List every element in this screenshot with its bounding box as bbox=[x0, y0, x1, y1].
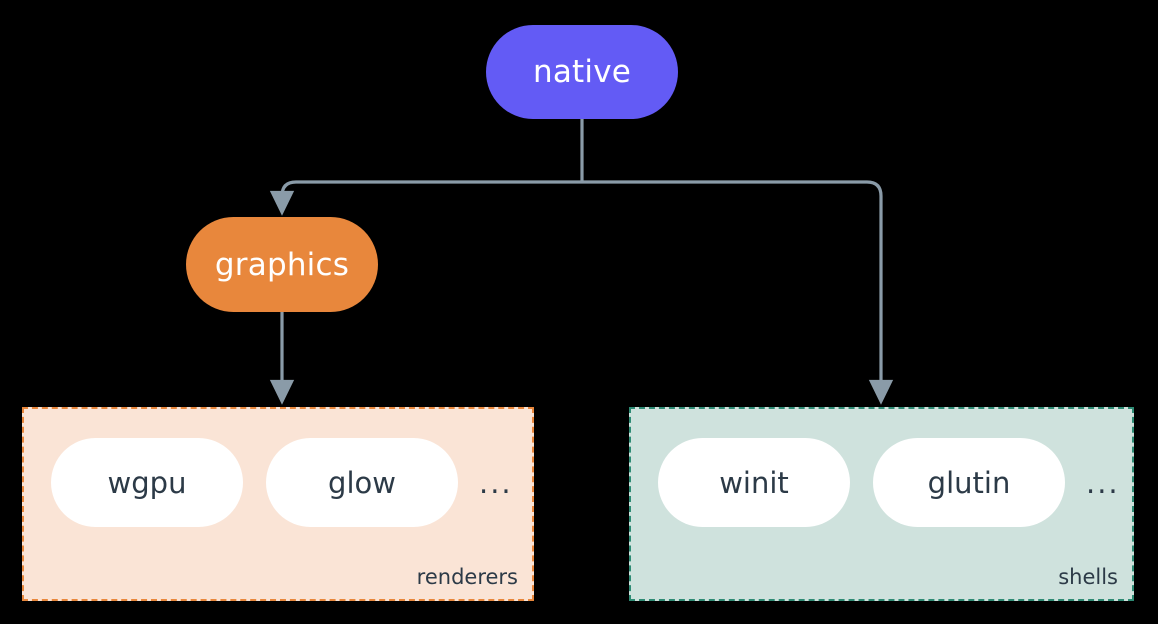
cluster-shells-label: shells bbox=[1058, 565, 1118, 589]
node-graphics[interactable]: graphics bbox=[186, 217, 378, 312]
node-native[interactable]: native bbox=[486, 25, 678, 119]
leaf-glutin-label: glutin bbox=[927, 465, 1011, 500]
leaf-glutin[interactable]: glutin bbox=[873, 438, 1065, 527]
edge-native-to-shells bbox=[582, 180, 894, 405]
renderers-overflow-ellipsis: ... bbox=[479, 465, 513, 500]
leaf-winit-label: winit bbox=[719, 465, 789, 500]
leaf-glow[interactable]: glow bbox=[266, 438, 458, 527]
cluster-renderers-label: renderers bbox=[416, 565, 518, 589]
leaf-winit[interactable]: winit bbox=[658, 438, 850, 527]
node-graphics-label: graphics bbox=[214, 246, 350, 283]
edge-native-to-graphics bbox=[269, 180, 582, 216]
leaf-glow-label: glow bbox=[328, 465, 396, 500]
cluster-renderers: wgpu glow ... renderers bbox=[22, 407, 534, 601]
cluster-shells: winit glutin ... shells bbox=[629, 407, 1134, 601]
shells-overflow-ellipsis: ... bbox=[1086, 465, 1120, 500]
leaf-wgpu-label: wgpu bbox=[107, 465, 187, 500]
leaf-wgpu[interactable]: wgpu bbox=[51, 438, 243, 527]
node-native-label: native bbox=[532, 54, 632, 90]
